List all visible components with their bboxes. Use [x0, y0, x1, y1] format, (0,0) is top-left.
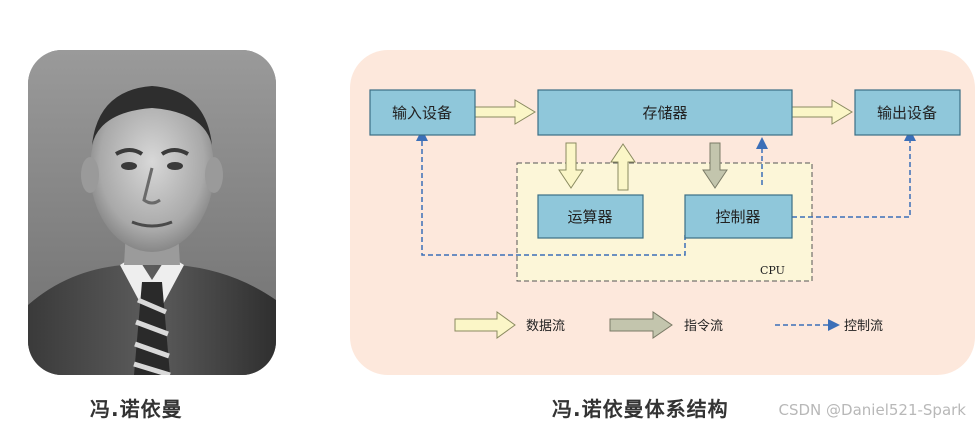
- legend-data-flow-arrow: [454, 311, 516, 339]
- output-device-label: 输出设备: [877, 104, 937, 122]
- input-device-label: 输入设备: [392, 104, 452, 122]
- alu-label: 运算器: [567, 208, 612, 226]
- watermark: CSDN @Daniel521-Spark: [778, 401, 966, 419]
- diagram-caption: 冯.诺依曼体系结构: [552, 397, 729, 421]
- data-flow-arrow-memory-alu: [558, 142, 584, 189]
- control-flow-controller-output: [792, 129, 916, 218]
- architecture-diagram: CPU 输入设备 存储器 输出设备 运算器 控制器 数据流 指令流 控制流: [350, 50, 975, 375]
- data-flow-arrow-alu-memory: [610, 143, 636, 191]
- portrait-caption: 冯.诺依曼: [90, 397, 183, 421]
- legend-instruction-flow-arrow: [609, 311, 673, 339]
- memory-label: 存储器: [642, 104, 687, 122]
- input-device-box: [369, 89, 476, 136]
- cpu-label: CPU: [760, 264, 785, 277]
- legend-instruction-flow-label: 指令流: [684, 319, 723, 334]
- controller-label: 控制器: [715, 208, 760, 226]
- alu-box: [537, 194, 644, 239]
- legend-data-flow-label: 数据流: [526, 319, 565, 334]
- output-device-box: [854, 89, 961, 136]
- data-flow-arrow-memory-output: [791, 99, 853, 125]
- instruction-flow-arrow-memory-controller: [702, 142, 728, 189]
- memory-box: [537, 89, 793, 136]
- control-flow-controller-input: [416, 129, 686, 256]
- legend-control-flow-label: 控制流: [844, 319, 883, 334]
- portrait-photo: [28, 50, 276, 375]
- controller-box: [684, 194, 793, 239]
- data-flow-arrow-input-memory: [474, 99, 536, 125]
